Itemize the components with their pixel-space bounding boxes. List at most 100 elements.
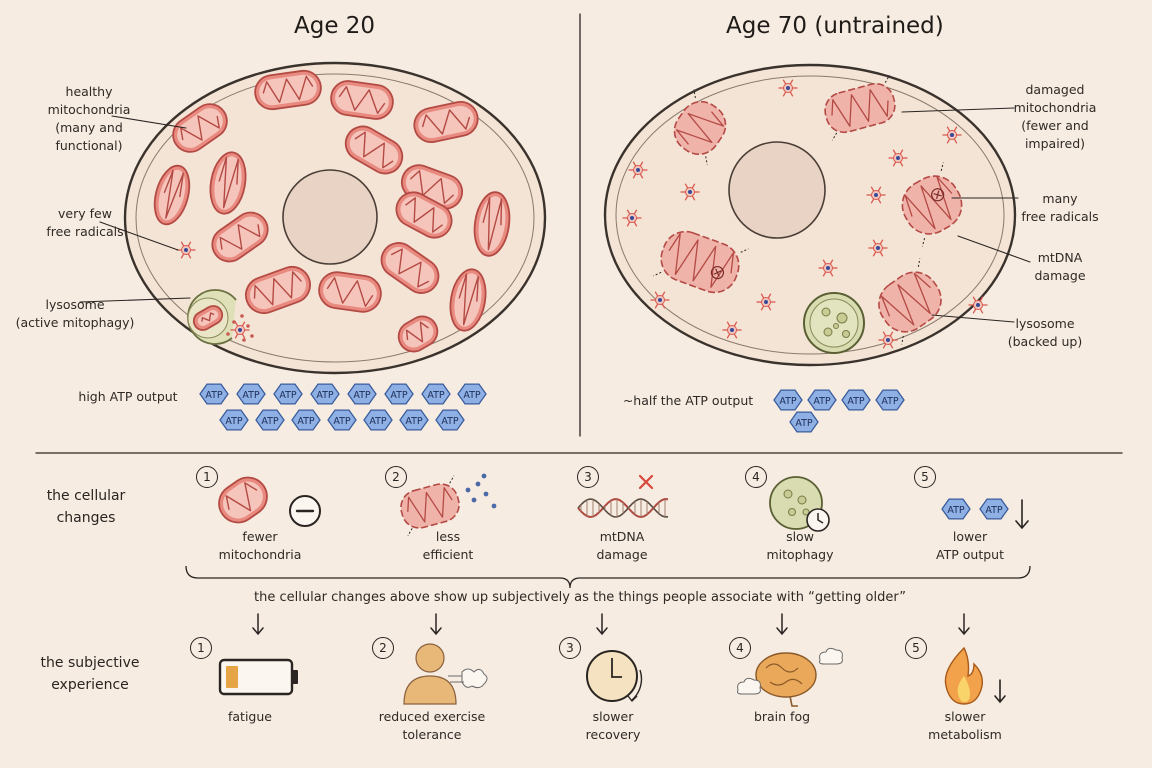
svg-text:ATP: ATP [881, 396, 899, 407]
healthy-mitochondrion [318, 271, 382, 313]
experience-number-2: 2 [372, 637, 394, 659]
svg-text:ATP: ATP [441, 416, 459, 427]
atp-molecule-icon: ATP [363, 409, 393, 431]
healthy-mitochondrion [473, 191, 511, 257]
minus-circle-icon [289, 495, 321, 527]
particle [481, 473, 487, 479]
svg-text:ATP: ATP [353, 390, 371, 401]
healthy-mitochondrion [344, 125, 404, 175]
atp-molecule-icon: ATP [310, 383, 340, 405]
label-very-few-free-radicals: very few free radicals [46, 206, 124, 239]
svg-text:ATP: ATP [242, 390, 260, 401]
arrow-down-icon [596, 613, 608, 636]
svg-text:ATP: ATP [947, 505, 965, 516]
atp-molecule-icon: ATP [941, 498, 971, 520]
tired-person-icon [403, 643, 488, 705]
arrow-down-icon [1015, 499, 1029, 530]
free-radical-icon [866, 186, 886, 204]
free-radical-icon [818, 259, 838, 277]
healthy-mitochondrion [211, 211, 269, 263]
heading-subjective-experience: the subjective experience [40, 655, 140, 693]
free-radical-icon [230, 321, 250, 339]
free-radical-icon [650, 291, 670, 309]
particle [465, 487, 471, 493]
svg-text:ATP: ATP [333, 416, 351, 427]
label-many-free-radicals: many free radicals [1021, 191, 1099, 224]
svg-text:ATP: ATP [985, 505, 1003, 516]
label-lysosome-backed-up: lysosome (backed up) [1007, 316, 1083, 349]
change-number-3: 3 [577, 466, 599, 488]
svg-text:ATP: ATP [779, 396, 797, 407]
particle [491, 503, 497, 509]
label-damaged-mitochondria: damaged mitochondria (fewer and impaired… [1013, 82, 1097, 151]
healthy-mitochondrion [245, 265, 311, 315]
leader-free-radicals [99, 221, 179, 251]
svg-text:ATP: ATP [847, 396, 865, 407]
leader-mtdna-damage [957, 235, 1031, 263]
svg-text:ATP: ATP [369, 416, 387, 427]
flame-down-icon [944, 646, 1006, 705]
free-radical-icon [680, 183, 700, 201]
change-number-4: 4 [745, 466, 767, 488]
particle [471, 497, 477, 503]
svg-text:ATP: ATP [390, 390, 408, 401]
free-radical-icon [622, 209, 642, 227]
heading-cellular-changes: the cellular changes [46, 488, 126, 526]
free-radical-icon [942, 126, 962, 144]
arrow-down-icon [430, 613, 442, 636]
damaged-mitochondrion [673, 89, 727, 165]
svg-text:ATP: ATP [795, 418, 813, 429]
nucleus-age-70 [728, 141, 826, 239]
atp-molecule-icon: ATP [421, 383, 451, 405]
mitochondrion-minus-icon [218, 476, 268, 524]
change-number-5: 5 [914, 466, 936, 488]
atp-molecule-icon: ATP [199, 383, 229, 405]
change-number-1: 1 [196, 466, 218, 488]
healthy-mitochondrion [380, 242, 440, 294]
svg-text:ATP: ATP [427, 390, 445, 401]
atp-molecule-icon: ATP [347, 383, 377, 405]
label-high-atp-output: high ATP output [78, 389, 178, 404]
damaged-mitochondrion [653, 230, 749, 294]
clock-icon [586, 650, 643, 703]
atp-molecule-icon: ATP [789, 411, 819, 433]
atp-molecule-icon: ATP [979, 498, 1009, 520]
svg-text:ATP: ATP [463, 390, 481, 401]
particle [483, 491, 489, 497]
arrow-down-icon [776, 613, 788, 636]
leader-lysosome [79, 297, 191, 303]
free-radical-icon [722, 321, 742, 339]
atp-molecule-icon: ATP [291, 409, 321, 431]
atp-molecule-icon: ATP [219, 409, 249, 431]
experience-number-1: 1 [190, 637, 212, 659]
label-half-atp-output: ~half the ATP output [622, 393, 754, 408]
arrow-down-icon [958, 613, 970, 636]
free-radical-icon [756, 293, 776, 311]
damaged-mitochondrion [901, 162, 963, 247]
atp-molecule-icon: ATP [273, 383, 303, 405]
healthy-mitochondrion [254, 69, 322, 111]
leader-damaged-mitochondria [901, 107, 1015, 113]
label-healthy-mitochondria: healthy mitochondria (many and functiona… [47, 84, 131, 153]
damaged-mitochondrion [824, 74, 896, 141]
experience-number-3: 3 [559, 637, 581, 659]
damaged-mitochondrion [878, 258, 942, 345]
experience-label-4: brain fog [753, 709, 811, 724]
free-radical-icon [628, 161, 648, 179]
damaged-mitochondrion-icon [400, 475, 460, 536]
atp-molecule-icon: ATP [435, 409, 465, 431]
healthy-mitochondrion [209, 151, 247, 215]
atp-molecule-icon: ATP [807, 389, 837, 411]
atp-molecule-icon: ATP [841, 389, 871, 411]
healthy-mitochondrion [397, 315, 439, 353]
atp-molecule-icon: ATP [399, 409, 429, 431]
experience-number-4: 4 [729, 637, 751, 659]
atp-molecule-icon: ATP [773, 389, 803, 411]
